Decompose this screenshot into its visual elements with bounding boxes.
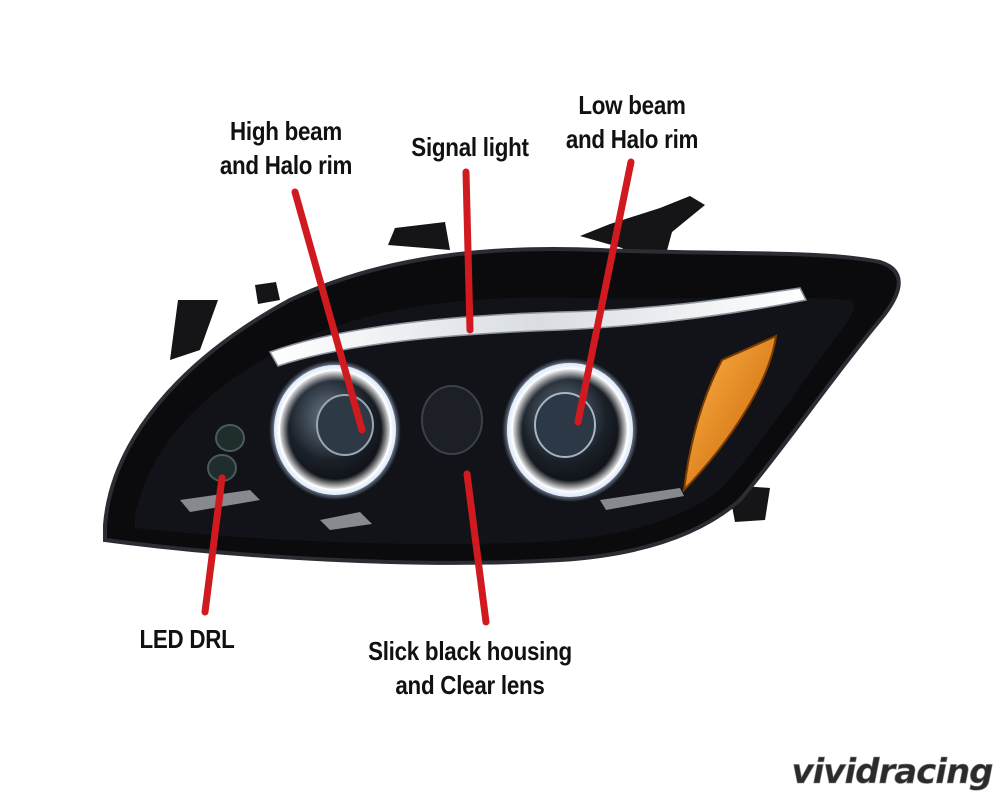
led-drl-modules [207, 424, 245, 482]
leader-line-housing [463, 470, 490, 626]
leader-line-low-beam [574, 158, 635, 426]
amber-side-marker [682, 334, 778, 493]
leader-line-led-drl [201, 474, 226, 616]
label-high-beam: High beam and Halo rim [209, 114, 364, 182]
label-high-beam-line-1: High beam [230, 116, 342, 146]
leader-line-high-beam [291, 188, 366, 434]
label-led-drl-line-1: LED DRL [139, 624, 235, 654]
vividracing-logo: vividracing [791, 752, 994, 793]
label-led-drl: LED DRL [123, 622, 252, 656]
center-reflector [421, 385, 483, 455]
label-high-beam-line-2: and Halo rim [219, 150, 353, 180]
svg-text:vividracing: vividracing [791, 752, 993, 792]
low-beam-projector [502, 358, 638, 502]
mounting-brackets [170, 196, 770, 522]
label-low-beam: Low beam and Halo rim [553, 88, 711, 156]
leader-line-signal-light [462, 168, 474, 334]
signal-light-bar [268, 287, 808, 367]
label-signal-light: Signal light [384, 130, 556, 164]
label-housing: Slick black housing and Clear lens [350, 634, 591, 702]
label-signal-light-line-1: Signal light [411, 132, 529, 162]
label-low-beam-line-1: Low beam [578, 90, 686, 120]
leader-lines [201, 158, 635, 626]
label-housing-line-2: and Clear lens [395, 670, 545, 700]
label-low-beam-line-2: and Halo rim [565, 124, 699, 154]
high-beam-projector [269, 360, 401, 500]
label-housing-line-1: Slick black housing [368, 636, 572, 666]
